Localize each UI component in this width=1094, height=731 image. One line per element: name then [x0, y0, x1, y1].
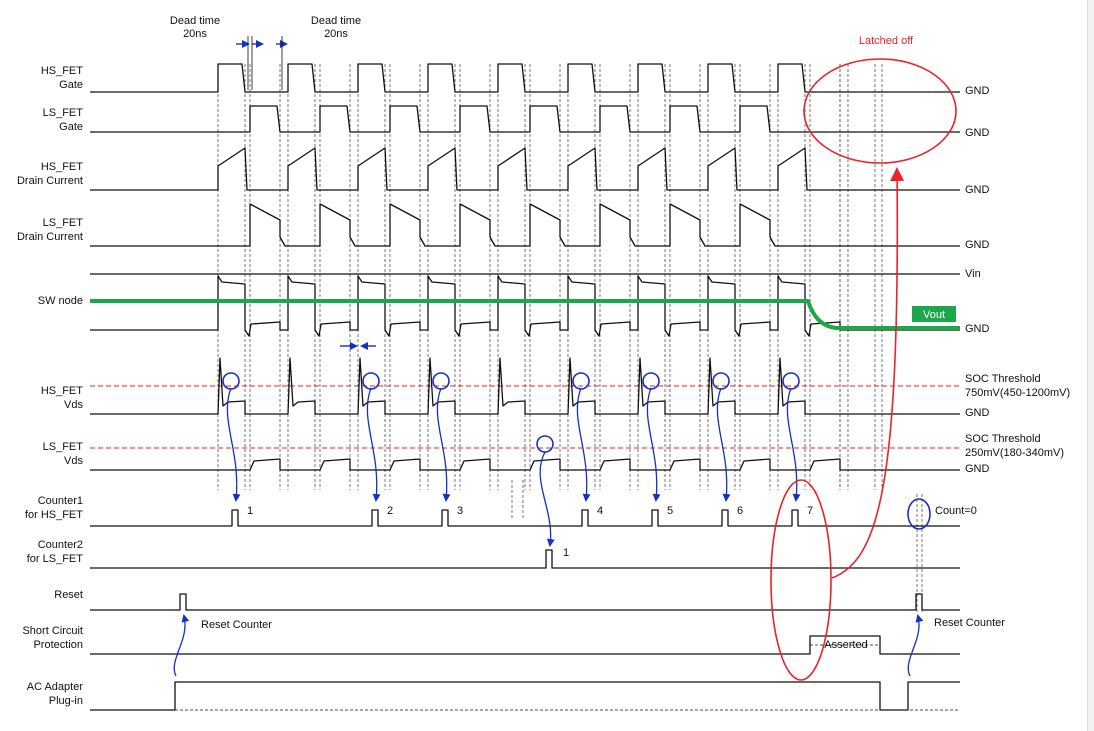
- hs-gate-label: HS_FET: [41, 65, 83, 77]
- marker-arrow: [646, 387, 661, 502]
- hs-current-wave: [90, 147, 960, 191]
- ls-gate-wave: [90, 105, 960, 133]
- counter1-count-label: 3: [457, 505, 463, 517]
- scp-label: Protection: [33, 639, 83, 651]
- ls-current-label: LS_FET: [43, 217, 84, 229]
- count-zero-label: Count=0: [935, 505, 977, 517]
- ls-threshold-label: SOC Threshold: [965, 433, 1041, 445]
- count-zero-marker: [907, 498, 931, 530]
- marker-arrow: [716, 387, 731, 502]
- ls-current-wave: [90, 203, 960, 247]
- dead-time-label: Dead time: [311, 15, 361, 27]
- asserted-label: Asserted: [824, 639, 867, 651]
- marker-arrow: [576, 387, 591, 502]
- ac-label: AC Adapter: [27, 681, 84, 693]
- gnd-label: GND: [965, 323, 990, 335]
- hs-gate-wave: [90, 63, 960, 93]
- marker-arrow: [786, 387, 801, 502]
- marker-arrow: [173, 614, 190, 677]
- counter1-count-label: 7: [807, 505, 813, 517]
- gnd-label: GND: [965, 127, 990, 139]
- scrollbar-edge: [1087, 0, 1094, 731]
- ac-wave: [90, 681, 960, 711]
- dead-time-label: 20ns: [324, 28, 348, 40]
- marker-arrow: [226, 387, 241, 502]
- marker-arrow: [366, 387, 381, 502]
- latched-off-label: Latched off: [859, 35, 914, 47]
- counter1-count-label: 5: [667, 505, 673, 517]
- reset-counter-label: Reset Counter: [934, 617, 1005, 629]
- vout-label: Vout: [923, 309, 945, 321]
- vout-trace: [90, 299, 960, 330]
- ls-vds-wave: [90, 458, 960, 471]
- counter1-count-label: 1: [247, 505, 253, 517]
- hs-vds-label: Vds: [64, 399, 83, 411]
- marker-arrow: [539, 451, 555, 547]
- vout-box: [912, 306, 956, 322]
- fault-ellipse: [770, 479, 832, 681]
- counter1-wave: [90, 509, 960, 527]
- reset-label: Reset: [54, 589, 83, 601]
- counter1-count-label: 2: [387, 505, 393, 517]
- ls-gate-label: LS_FET: [43, 107, 84, 119]
- hs-threshold-label: SOC Threshold: [965, 373, 1041, 385]
- counter1-count-label: 4: [597, 505, 603, 517]
- counter1-label: for HS_FET: [25, 509, 83, 521]
- gnd-label: GND: [965, 463, 990, 475]
- ls-vds-label: Vds: [64, 455, 83, 467]
- counter1-label: Counter1: [38, 495, 83, 507]
- scp-label: Short Circuit: [22, 625, 83, 637]
- latched-off-ellipse: [803, 58, 957, 164]
- sw-node-wave: [90, 275, 960, 337]
- ls-gate-label: Gate: [59, 121, 83, 133]
- vds-marker-circle: [782, 372, 800, 390]
- reset-wave: [90, 593, 960, 611]
- hs-current-label: HS_FET: [41, 161, 83, 173]
- marker-arrow: [907, 614, 924, 677]
- ls-vds-label: LS_FET: [43, 441, 84, 453]
- dead-time-label: Dead time: [170, 15, 220, 27]
- gnd-label: GND: [965, 85, 990, 97]
- waveforms: [90, 63, 960, 711]
- counter2-count-label: 1: [563, 547, 569, 559]
- gnd-label: GND: [965, 184, 990, 196]
- ls-current-label: Drain Current: [17, 231, 83, 243]
- scp-wave: [90, 635, 960, 655]
- hs-threshold-label: 750mV(450-1200mV): [965, 387, 1070, 399]
- vds-marker-circle: [642, 372, 660, 390]
- vds-marker-circle: [572, 372, 590, 390]
- gnd-label: GND: [965, 407, 990, 419]
- gnd-label: GND: [965, 239, 990, 251]
- marker-arrow: [436, 387, 451, 502]
- ls-threshold-label: 250mV(180-340mV): [965, 447, 1064, 459]
- vds-marker-circle: [712, 372, 730, 390]
- vin-label: Vin: [965, 268, 981, 280]
- hs-gate-label: Gate: [59, 79, 83, 91]
- dead-time-label: 20ns: [183, 28, 207, 40]
- counter2-wave: [90, 549, 960, 569]
- latched-arrow: [831, 167, 905, 579]
- ac-label: Plug-in: [49, 695, 83, 707]
- counter2-label: Counter2: [38, 539, 83, 551]
- reset-counter-label: Reset Counter: [201, 619, 272, 631]
- sw-node-label: SW node: [38, 295, 83, 307]
- counter2-label: for LS_FET: [27, 553, 84, 565]
- counter1-count-label: 6: [737, 505, 743, 517]
- vds-marker-circle: [222, 372, 240, 390]
- vds-marker-circle: [362, 372, 380, 390]
- hs-current-label: Drain Current: [17, 175, 83, 187]
- ls-vds-marker-circle: [536, 435, 554, 453]
- hs-vds-label: HS_FET: [41, 385, 83, 397]
- markers: [173, 36, 957, 681]
- vds-marker-circle: [432, 372, 450, 390]
- dashed-guides: [217, 64, 923, 612]
